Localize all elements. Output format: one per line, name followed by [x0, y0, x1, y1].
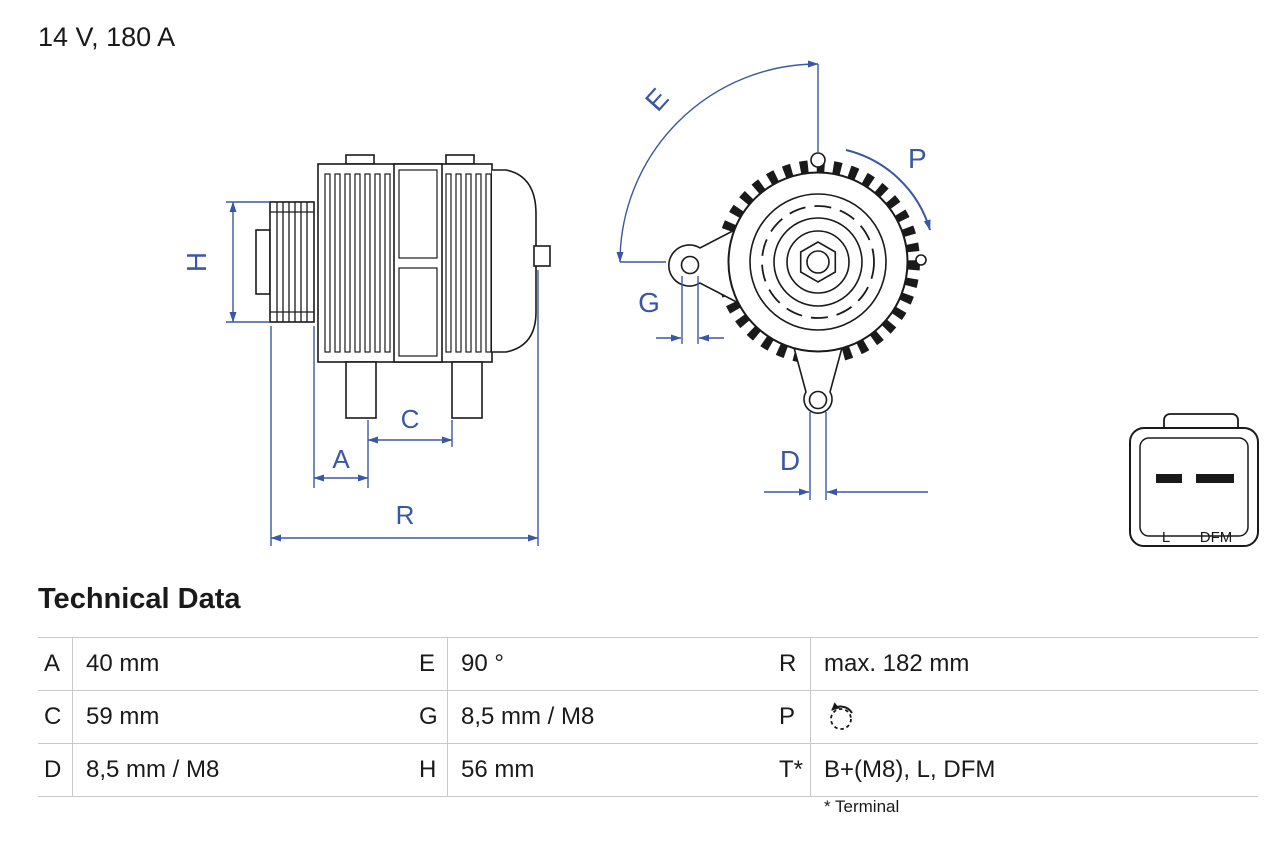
- dim-label-g: G: [638, 287, 660, 318]
- table-key-cell: P: [773, 691, 811, 743]
- table-key-cell: E: [413, 638, 448, 690]
- table-key-cell: A: [38, 638, 73, 690]
- dimension-d: [764, 412, 928, 500]
- terminal-stub: [533, 245, 551, 267]
- dimension-e: [616, 60, 819, 263]
- dim-label-r: R: [396, 500, 415, 530]
- mounting-lug: [451, 361, 483, 419]
- table-value-cell: B+(M8), L, DFM: [824, 756, 996, 783]
- table-value-cell: [811, 691, 1258, 743]
- dim-label-e: E: [639, 82, 675, 117]
- lug-bolt-hole: [808, 390, 828, 410]
- technical-data-heading: Technical Data: [38, 583, 241, 615]
- technical-data-table: A 40 mm E 90 ° R max. 182 mm C 59 mm G 8…: [38, 637, 1258, 797]
- table-value-cell: 8,5 mm / M8: [461, 703, 595, 730]
- side-view: [255, 154, 551, 419]
- table-key-cell: D: [38, 744, 73, 796]
- terminal-footnote: * Terminal: [824, 797, 900, 816]
- dimension-r: [270, 270, 539, 546]
- table-key-cell: G: [413, 691, 448, 743]
- rotation-direction-icon: [830, 702, 853, 730]
- pulley: [255, 201, 315, 323]
- dimension-p: [845, 149, 931, 231]
- table-key-cell: H: [413, 744, 448, 796]
- dim-label-c: C: [401, 404, 420, 434]
- connector-pin-dfm: [1196, 474, 1234, 483]
- dim-label-a: A: [332, 444, 350, 474]
- table-value-cell: 8,5 mm / M8: [86, 756, 220, 783]
- table-value-cell: 90 °: [461, 650, 504, 677]
- dimension-c: [367, 420, 453, 447]
- table-key-cell: C: [38, 691, 73, 743]
- connector-label-l: L: [1162, 529, 1170, 546]
- front-view: [668, 152, 927, 414]
- table-row: D 8,5 mm / M8 H 56 mm T* B+(M8), L, DFM: [38, 743, 1258, 797]
- mounting-lug: [345, 361, 377, 419]
- table-key-cell: R: [773, 638, 811, 690]
- dim-label-h: H: [181, 252, 212, 272]
- connector-label-dfm: DFM: [1200, 529, 1233, 546]
- technical-drawing: H A C R: [181, 60, 1259, 547]
- top-tab: [810, 152, 826, 168]
- right-tab: [915, 254, 927, 266]
- front-view-dimensions: [616, 60, 931, 500]
- table-row: C 59 mm G 8,5 mm / M8 P: [38, 690, 1258, 743]
- table-row: A 40 mm E 90 ° R max. 182 mm: [38, 637, 1258, 690]
- rear-cover: [492, 169, 537, 353]
- dimension-a: [313, 326, 369, 488]
- table-key-cell: T*: [773, 744, 811, 796]
- connector-detail: [1129, 413, 1259, 547]
- side-view-dimensions: [226, 201, 539, 546]
- cooling-fins-front: [324, 173, 391, 353]
- page-title: 14 V, 180 A: [38, 22, 176, 52]
- connector-pin-l: [1156, 474, 1182, 483]
- table-value-cell: 59 mm: [86, 703, 160, 730]
- dim-label-p: P: [908, 143, 927, 174]
- table-value-cell: 56 mm: [461, 756, 535, 783]
- bottom-mounting-lug: [791, 343, 845, 414]
- housing-body: [317, 154, 551, 419]
- table-value-cell: 40 mm: [86, 650, 160, 677]
- dimension-g: [656, 276, 724, 344]
- dim-label-d: D: [780, 445, 800, 476]
- table-value-cell: max. 182 mm: [824, 650, 970, 677]
- cooling-fins-rear: [445, 173, 492, 353]
- dimension-h: [226, 201, 270, 323]
